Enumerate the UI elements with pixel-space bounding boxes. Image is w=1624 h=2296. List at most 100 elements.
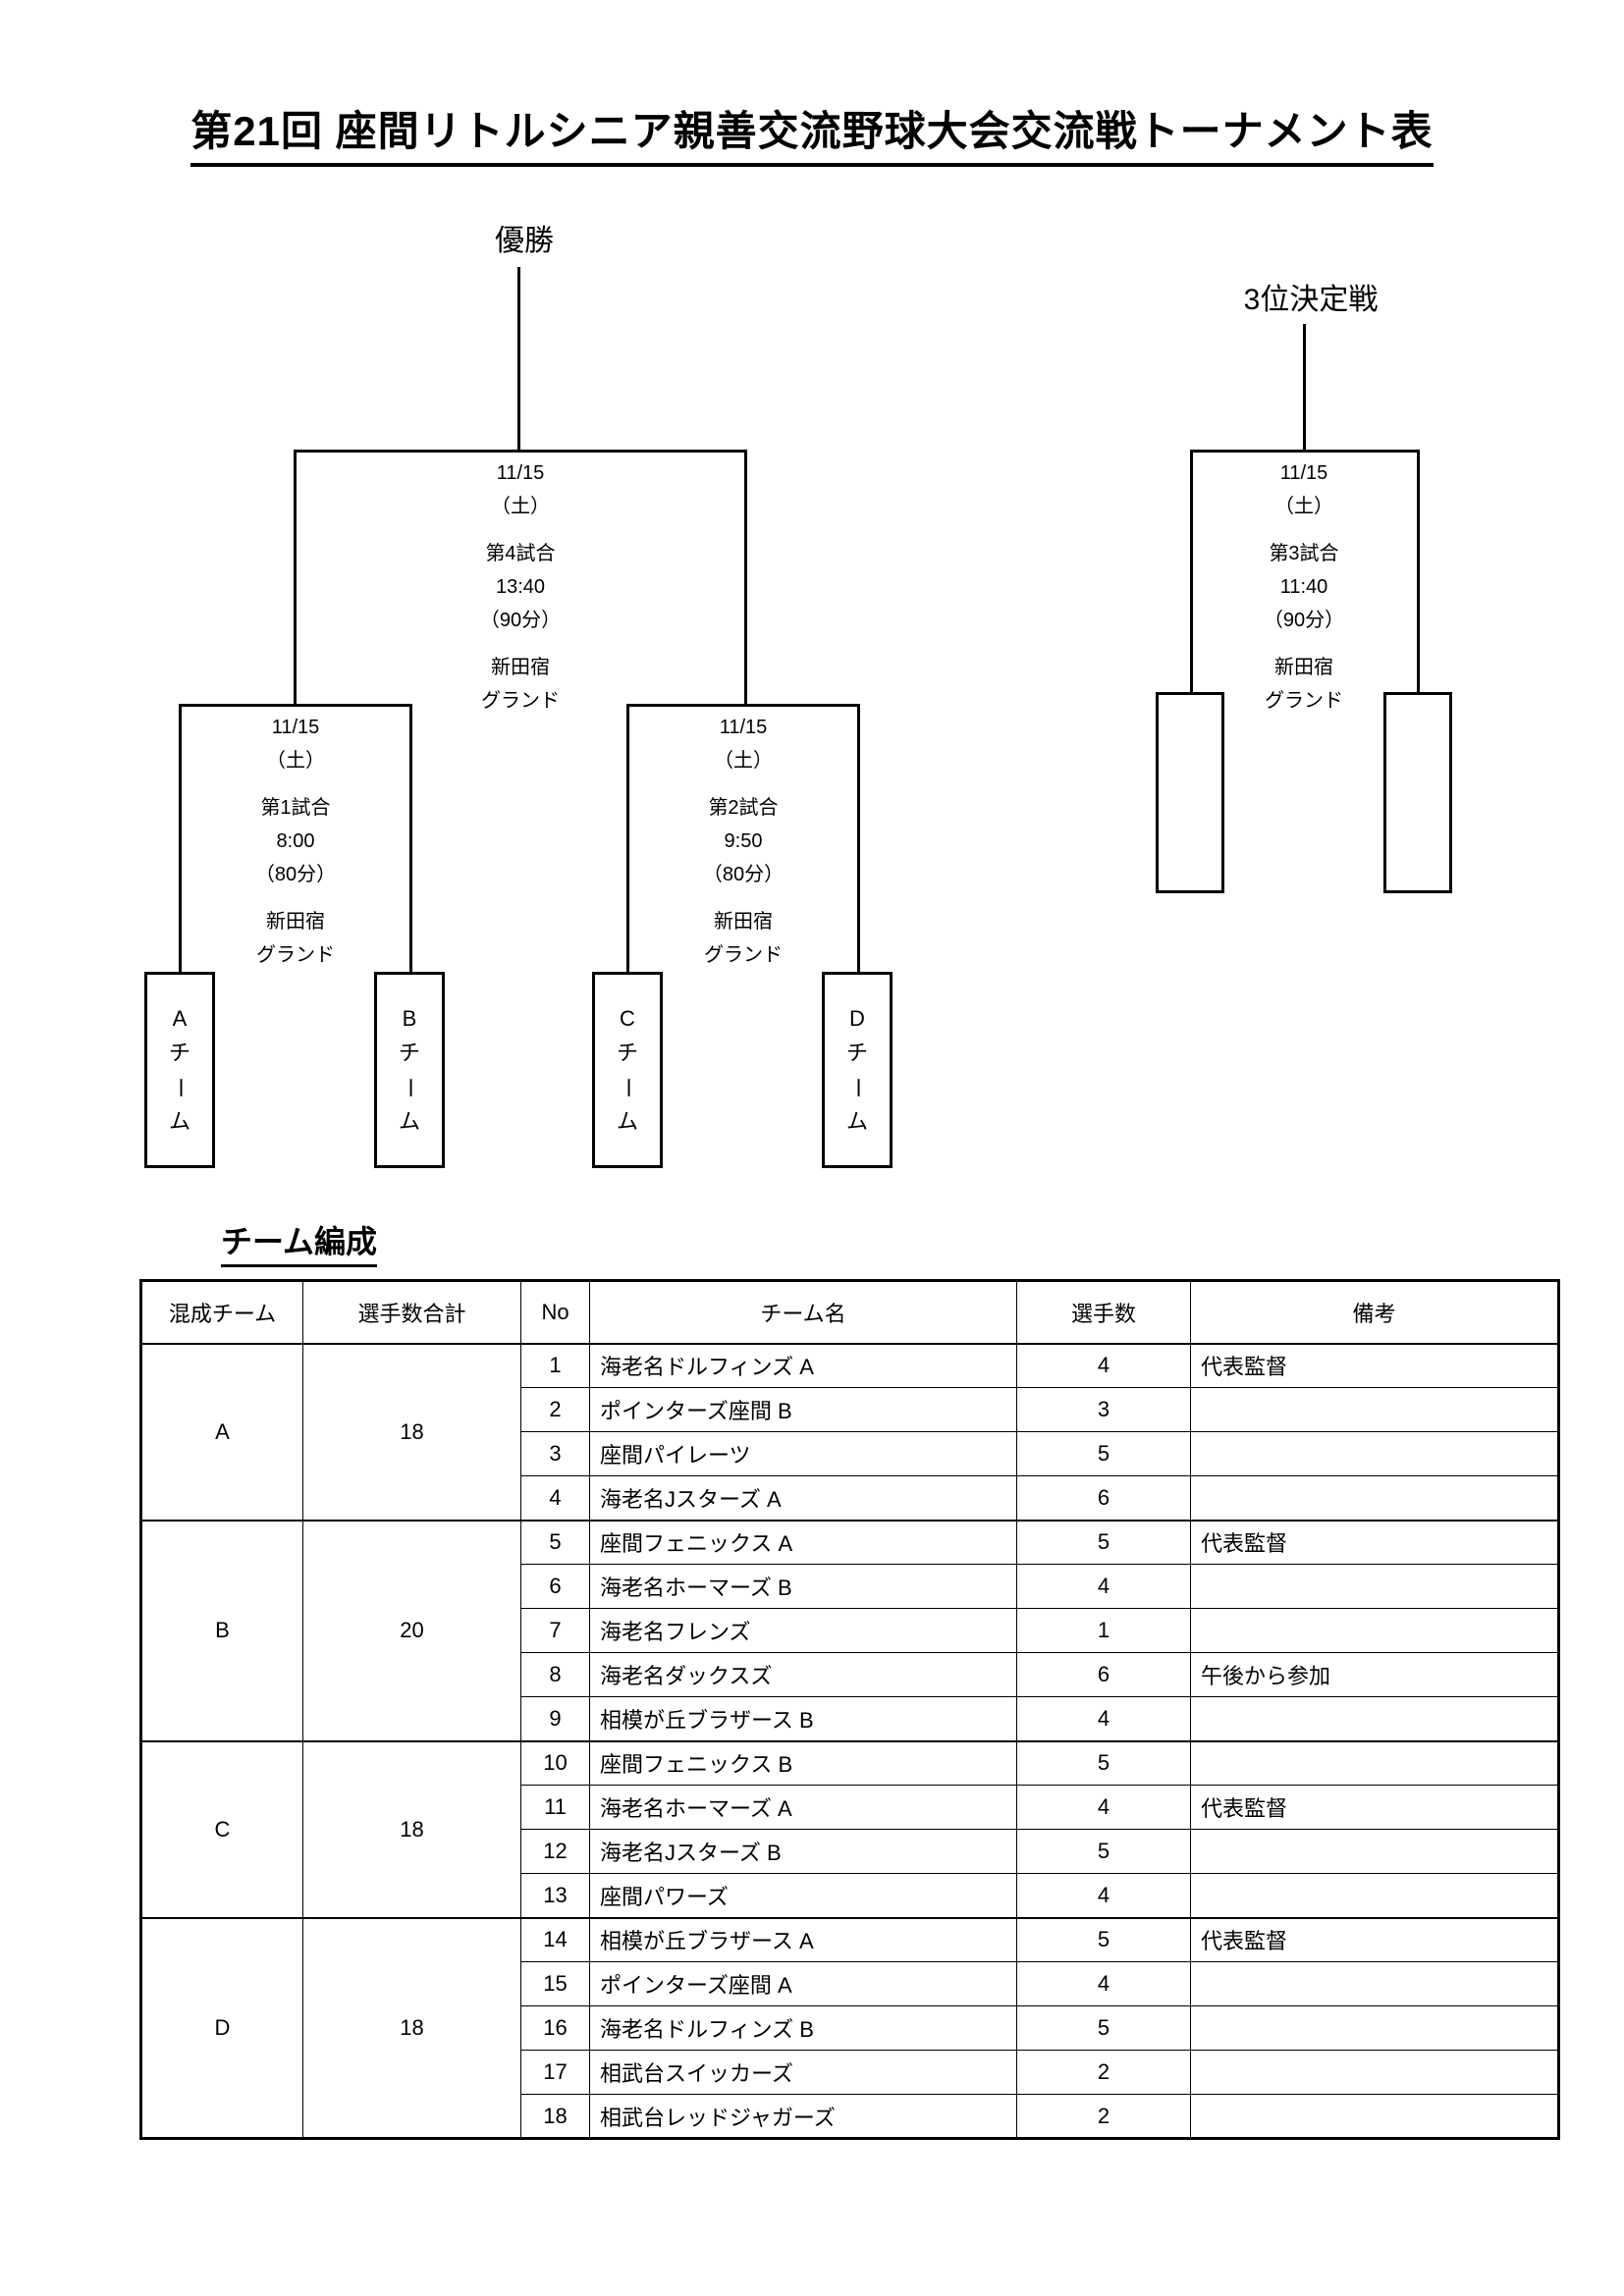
final-left-leg-line xyxy=(294,450,297,707)
match-date: 11/15 xyxy=(719,717,768,738)
third-place-slot-right xyxy=(1383,692,1452,893)
third-top-line xyxy=(1190,450,1420,453)
match-venue-line2: グランド xyxy=(704,944,783,966)
group-total-cell: 18 xyxy=(302,1916,521,2139)
row-no-cell: 6 xyxy=(520,1564,590,1609)
players-count-cell: 2 xyxy=(1016,2050,1191,2095)
team-name-cell: 座間パワーズ xyxy=(589,1873,1017,1918)
roster-heading: チーム編成 xyxy=(221,1217,378,1267)
notes-cell xyxy=(1190,1431,1559,1476)
final-right-leg-line xyxy=(744,450,747,707)
semi2-left-leg-line xyxy=(626,704,629,972)
notes-cell: 代表監督 xyxy=(1190,1342,1559,1388)
row-no-cell: 10 xyxy=(520,1739,590,1786)
group-name-cell: C xyxy=(140,1739,303,1918)
players-count-cell: 1 xyxy=(1016,1608,1191,1653)
players-count-cell: 4 xyxy=(1016,1564,1191,1609)
players-count-cell: 2 xyxy=(1016,2094,1191,2139)
row-no-cell: 8 xyxy=(520,1652,590,1697)
row-no-cell: 3 xyxy=(520,1431,590,1476)
third-right-leg-line xyxy=(1417,450,1420,692)
row-no-cell: 11 xyxy=(520,1785,590,1830)
header-team-name: チーム名 xyxy=(589,1280,1017,1345)
match-duration: （80分） xyxy=(254,864,337,885)
players-count-cell: 4 xyxy=(1016,1785,1191,1830)
players-count-cell: 5 xyxy=(1016,1916,1191,1962)
players-count-cell: 3 xyxy=(1016,1387,1191,1432)
header-players: 選手数 xyxy=(1016,1280,1191,1345)
row-no-cell: 2 xyxy=(520,1387,590,1432)
match-date: 11/15 xyxy=(496,462,545,484)
match-date: 11/15 xyxy=(1279,462,1328,484)
row-no-cell: 15 xyxy=(520,1961,590,2006)
notes-cell xyxy=(1190,1475,1559,1521)
team-name-cell: ポインターズ座間 A xyxy=(589,1961,1017,2006)
third-match-info: 11/15 （土） 第3試合 11:40 （90分） 新田宿 グランド xyxy=(1196,456,1412,718)
page-title: 第21回 座間リトルシニア親善交流野球大会交流戦トーナメント表 xyxy=(190,98,1434,167)
champion-label: 優勝 xyxy=(495,225,554,257)
group-name-cell: D xyxy=(140,1916,303,2139)
players-count-cell: 5 xyxy=(1016,1739,1191,1786)
header-total-players: 選手数合計 xyxy=(302,1280,521,1345)
team-name-cell: 海老名ホーマーズ B xyxy=(589,1564,1017,1609)
match-number: 第4試合 xyxy=(485,543,556,564)
team-name-cell: 海老名ドルフィンズ A xyxy=(589,1342,1017,1388)
row-no-cell: 16 xyxy=(520,2005,590,2051)
team-name-cell: 座間フェニックス A xyxy=(589,1519,1017,1565)
notes-cell xyxy=(1190,1564,1559,1609)
spacer xyxy=(188,891,404,905)
team-name-cell: 相武台スイッカーズ xyxy=(589,2050,1017,2095)
players-count-cell: 4 xyxy=(1016,1873,1191,1918)
group-total-cell: 18 xyxy=(302,1342,521,1521)
team-name-cell: ポインターズ座間 B xyxy=(589,1387,1017,1432)
team-name-cell: 相武台レッドジャガーズ xyxy=(589,2094,1017,2139)
match-venue-line1: 新田宿 xyxy=(1274,657,1333,678)
match-venue-line2: グランド xyxy=(256,944,335,966)
group-total-cell: 18 xyxy=(302,1739,521,1918)
players-count-cell: 6 xyxy=(1016,1475,1191,1521)
semi2-top-line xyxy=(626,704,860,707)
spacer xyxy=(1196,523,1412,537)
header-no: No xyxy=(520,1280,590,1345)
notes-cell: 代表監督 xyxy=(1190,1519,1559,1565)
players-count-cell: 4 xyxy=(1016,1961,1191,2006)
row-no-cell: 1 xyxy=(520,1342,590,1388)
row-no-cell: 9 xyxy=(520,1696,590,1741)
match-day: （土） xyxy=(1274,496,1333,517)
match-time: 13:40 xyxy=(495,576,546,598)
match-day: （土） xyxy=(714,750,773,772)
third-place-slot-left xyxy=(1156,692,1224,893)
third-connector-line xyxy=(1303,324,1306,450)
match-number: 第2試合 xyxy=(708,797,779,819)
notes-cell xyxy=(1190,1696,1559,1741)
row-no-cell: 14 xyxy=(520,1916,590,1962)
notes-cell xyxy=(1190,1387,1559,1432)
group-name-cell: A xyxy=(140,1342,303,1521)
players-count-cell: 5 xyxy=(1016,1519,1191,1565)
semi1-match-info: 11/15 （土） 第1試合 8:00 （80分） 新田宿 グランド xyxy=(188,711,404,972)
team-name-cell: 海老名フレンズ xyxy=(589,1608,1017,1653)
semi1-top-line xyxy=(179,704,412,707)
row-no-cell: 12 xyxy=(520,1829,590,1874)
notes-cell: 午後から参加 xyxy=(1190,1652,1559,1697)
match-time: 11:40 xyxy=(1279,576,1328,598)
row-no-cell: 7 xyxy=(520,1608,590,1653)
semi2-match-info: 11/15 （土） 第2試合 9:50 （80分） 新田宿 グランド xyxy=(635,711,851,972)
